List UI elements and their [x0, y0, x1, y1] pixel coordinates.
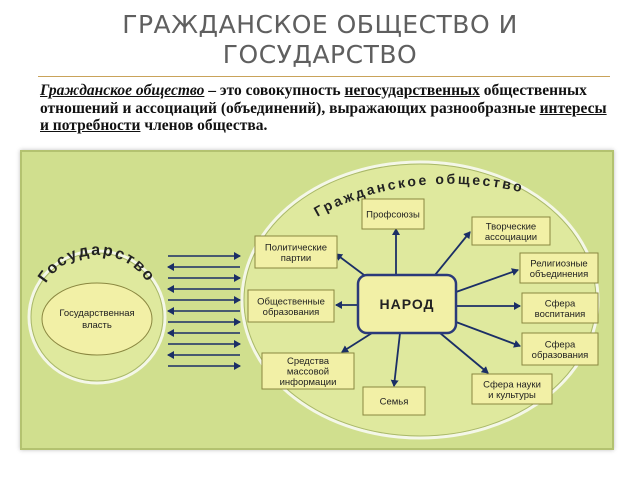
box-profsoyuzy-rect [361, 198, 425, 230]
title-divider [38, 76, 610, 77]
state-society-arrows [167, 252, 241, 370]
definition-term: Гражданское общество [40, 82, 205, 99]
arrow-to-smi [341, 332, 373, 353]
arrow-to-politicheskie [335, 253, 369, 279]
box-tvorcheskie-rect [471, 216, 551, 246]
definition-text: Гражданское общество – это совокупность … [40, 82, 615, 135]
box-profsoyuzy-line1: Профсоюзы [366, 210, 420, 221]
definition-part2: общественных отношений и ассоциаций (объ… [40, 82, 587, 117]
box-obrazovanie-rect [521, 332, 599, 366]
box-obrazovanie-line1: Сфера [545, 339, 576, 350]
box-semya-line1: Семья [380, 397, 409, 408]
box-religioznye-line2: объединения [530, 269, 589, 280]
box-smi-rect [261, 352, 355, 390]
state-power-line1: Государственная [59, 308, 134, 319]
box-nauka-line2: и культуры [488, 390, 536, 401]
arrow-to-religioznye [455, 268, 519, 293]
slide-title-line1: ГРАЖДАНСКОЕ ОБЩЕСТВО И [122, 10, 518, 39]
box-obshchestvennye-line1: Общественные [257, 296, 325, 307]
box-obrazovanie-line2: образования [532, 350, 589, 361]
definition-link2: интересы и потребности [40, 99, 607, 135]
box-vospitanie-rect [521, 292, 599, 324]
box-obshchestvennye-rect [247, 289, 335, 323]
definition-part1: – это совокупность [204, 82, 345, 99]
center-arrows [335, 228, 521, 387]
slide-title: ГРАЖДАНСКОЕ ОБЩЕСТВО И ГОСУДАРСТВО [0, 10, 640, 70]
arrow-to-nauka [439, 332, 489, 374]
box-tvorcheskie-line2: ассоциации [485, 232, 537, 243]
box-obshchestvennye-line2: образования [263, 307, 320, 318]
box-profsoyuzy: Профсоюзы [361, 198, 425, 230]
box-smi-line1: Средства [287, 356, 330, 367]
box-nauka-line1: Сфера науки [483, 379, 541, 390]
arrow-to-tvorcheskie [434, 231, 471, 276]
state-ellipse-border [30, 252, 164, 382]
arrow-to-semya [390, 332, 401, 387]
slide-title-line2: ГОСУДАРСТВО [222, 40, 418, 69]
center-node [356, 273, 458, 335]
state-power-ellipse [41, 282, 153, 356]
box-smi-line2: массовой [287, 367, 329, 378]
box-nauka-rect [471, 373, 553, 405]
box-politicheskie-rect [254, 235, 338, 269]
box-politicheskie-line1: Политические [265, 242, 327, 253]
state-power-line2: власть [82, 320, 112, 331]
box-vospitanie-line1: Сфера [545, 298, 576, 309]
box-religioznye-line1: Религиозные [530, 258, 587, 269]
box-semya: Семья [362, 386, 426, 416]
definition-part3: членов общества. [140, 117, 268, 134]
box-semya-rect [362, 386, 426, 416]
arrow-to-obrazovanie [455, 321, 521, 348]
society-boxes: ПрофсоюзыТворческиеассоциацииПолитически… [247, 198, 599, 416]
definition-link1: негосударственных [344, 82, 480, 99]
box-vospitanie-line2: воспитания [535, 309, 586, 320]
box-tvorcheskie-line1: Творческие [486, 221, 536, 232]
box-politicheskie-line2: партии [281, 253, 311, 264]
center-label: НАРОД [379, 296, 434, 312]
box-religioznye-rect [519, 252, 599, 284]
box-smi-line3: информации [280, 377, 337, 388]
